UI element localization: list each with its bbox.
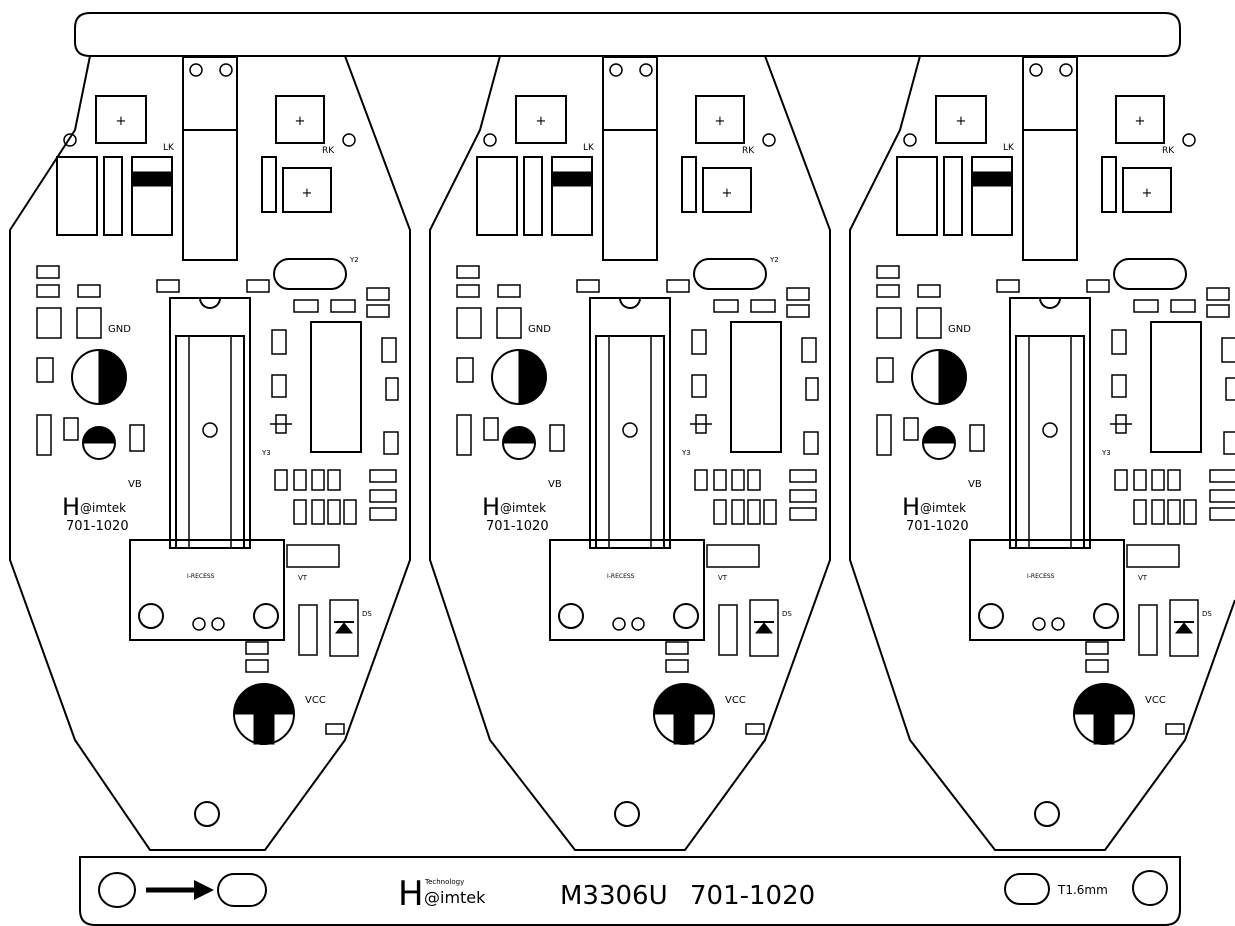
strip-hole-right (1132, 870, 1168, 906)
panel-outline-3 (849, 55, 1235, 851)
panel-3-lk: LK (1003, 143, 1015, 153)
panel-2-gnd: GND (528, 324, 551, 335)
panel-2-ic: I-RECESS (607, 573, 635, 580)
panel-2-vb: VB (548, 479, 562, 490)
panel-3-ds: DS (1202, 610, 1212, 618)
panel-1-rk: RK (322, 146, 335, 156)
strip-code: 701-1020 (690, 881, 815, 911)
panel-3-ic: I-RECESS (1027, 573, 1055, 580)
panel-3-y3: Y3 (1101, 449, 1111, 457)
panel-3-vb: VB (968, 479, 982, 490)
top-rail (74, 12, 1181, 57)
strip-slot-right (1004, 873, 1050, 905)
panel-2-brand: @imtek (500, 501, 546, 515)
strip-slot-left (217, 873, 267, 907)
panel-1-ds: DS (362, 610, 372, 618)
panel-1: GND VB VCC LK RK I-RECESS DS Y2 Y3 VT H … (36, 56, 399, 827)
panel-1-ic: I-RECESS (187, 573, 215, 580)
strip-logo-letter: H (398, 874, 424, 914)
panel-3: GND VB VCC LK RK I-RECESS DS Y3 VT H @im… (876, 56, 1235, 827)
strip-content: H Technology @imtek M3306U 701-1020 T1.6… (98, 870, 1168, 914)
panel-1-logo: H (62, 493, 80, 521)
panel-1-lk: LK (163, 143, 175, 153)
panel-3-brand: @imtek (920, 501, 966, 515)
panel-3-vt: VT (1138, 574, 1148, 582)
panel-2-y3: Y3 (681, 449, 691, 457)
panel-1-y3: Y3 (261, 449, 271, 457)
panel-2-ds: DS (782, 610, 792, 618)
panel-1-vt: VT (298, 574, 308, 582)
panel-1-y2: Y2 (349, 256, 359, 264)
panel-2-vt: VT (718, 574, 728, 582)
panel-2-logo: H (482, 493, 500, 521)
strip-model: M3306U (560, 881, 668, 911)
panel-1-brand: @imtek (80, 501, 126, 515)
panel-1-vb: VB (128, 479, 142, 490)
panel-1-gnd: GND (108, 324, 131, 335)
panel-3-rk: RK (1162, 146, 1175, 156)
strip-thickness: T1.6mm (1057, 883, 1108, 897)
panel-1-vcc: VCC (305, 695, 326, 706)
arrow-right-icon (146, 880, 214, 900)
panel-2-y2: Y2 (769, 256, 779, 264)
panel-3-logo: H (902, 493, 920, 521)
panel-outline-1 (9, 55, 411, 851)
panel-2: GND VB VCC LK RK I-RECESS DS Y2 Y3 VT H … (456, 56, 819, 827)
strip-logo-brand: @imtek (424, 888, 486, 907)
panel-2-rk: RK (742, 146, 755, 156)
bottom-rail (79, 856, 1181, 926)
panel-3-code: 701-1020 (906, 519, 969, 534)
strip-hole-left (98, 872, 136, 908)
panel-2-lk: LK (583, 143, 595, 153)
strip-logo-small: Technology (424, 878, 464, 886)
panel-2-vcc: VCC (725, 695, 746, 706)
panel-2-code: 701-1020 (486, 519, 549, 534)
panel-outline-2 (429, 55, 831, 851)
panel-1-code: 701-1020 (66, 519, 129, 534)
panel-3-gnd: GND (948, 324, 971, 335)
panel-3-vcc: VCC (1145, 695, 1166, 706)
